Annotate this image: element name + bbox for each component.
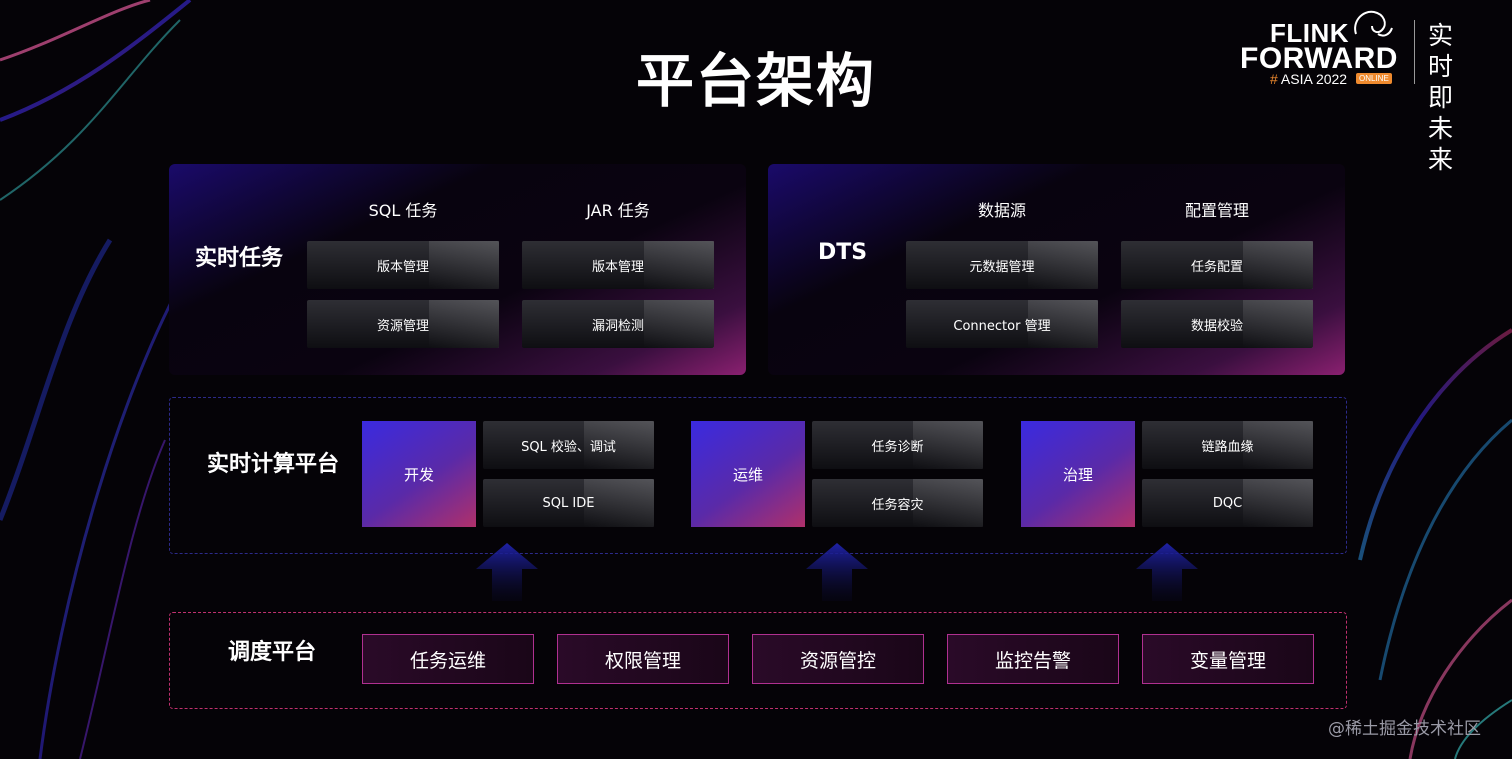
scheduling-platform-title: 调度平台	[228, 640, 317, 665]
task-dr-chip: 任务容灾	[812, 479, 983, 527]
jar-task-header: JAR 任务	[586, 201, 650, 220]
up-arrow-icon	[1136, 543, 1198, 601]
sched-resource: 资源管控	[752, 634, 924, 684]
sched-variable: 变量管理	[1142, 634, 1314, 684]
sql-validate-chip: SQL 校验、调试	[483, 421, 654, 469]
up-arrow-icon	[806, 543, 868, 601]
connector-chip: Connector 管理	[906, 300, 1098, 348]
jar-version-chip: 版本管理	[522, 241, 714, 289]
logo-motto: 实时即未来	[1428, 21, 1454, 174]
dev-module: 开发	[362, 421, 476, 527]
dts-title: DTS	[818, 240, 868, 265]
logo-online-badge: ONLINE	[1356, 73, 1392, 84]
logo-divider	[1414, 20, 1415, 84]
metadata-chip: 元数据管理	[906, 241, 1098, 289]
task-config-chip: 任务配置	[1121, 241, 1313, 289]
sched-permission: 权限管理	[557, 634, 729, 684]
page-title: 平台架构	[635, 47, 876, 115]
jar-vuln-chip: 漏洞检测	[522, 300, 714, 348]
sched-monitor: 监控告警	[947, 634, 1119, 684]
task-diagnose-chip: 任务诊断	[812, 421, 983, 469]
logo-edition-text: ASIA 2022	[1280, 71, 1348, 87]
squirrel-icon	[1354, 10, 1393, 37]
ops-module: 运维	[691, 421, 805, 527]
scheduling-platform-box	[169, 612, 1347, 709]
logo-edition: # ASIA 2022	[1270, 71, 1347, 87]
sql-ide-chip: SQL IDE	[483, 479, 654, 527]
sql-task-header: SQL 任务	[368, 201, 438, 220]
sql-resource-chip: 资源管理	[307, 300, 499, 348]
flink-forward-logo: FLINK FORWARD # ASIA 2022 ONLINE 实时即未来	[1238, 8, 1498, 174]
lineage-chip: 链路血缘	[1142, 421, 1313, 469]
logo-flink: FLINK	[1270, 18, 1350, 48]
logo-forward: FORWARD	[1240, 42, 1398, 75]
data-verify-chip: 数据校验	[1121, 300, 1313, 348]
sched-task-ops: 任务运维	[362, 634, 534, 684]
up-arrow-icon	[476, 543, 538, 601]
dqc-chip: DQC	[1142, 479, 1313, 527]
compute-platform-title: 实时计算平台	[207, 452, 340, 477]
watermark: @稀土掘金技术社区	[1328, 719, 1481, 739]
compute-platform-box	[169, 397, 1347, 554]
realtime-tasks-title: 实时任务	[195, 246, 284, 271]
sql-version-chip: 版本管理	[307, 241, 499, 289]
datasource-header: 数据源	[977, 201, 1026, 220]
governance-module: 治理	[1021, 421, 1135, 527]
config-header: 配置管理	[1184, 201, 1249, 220]
logo-hash: #	[1270, 71, 1278, 87]
